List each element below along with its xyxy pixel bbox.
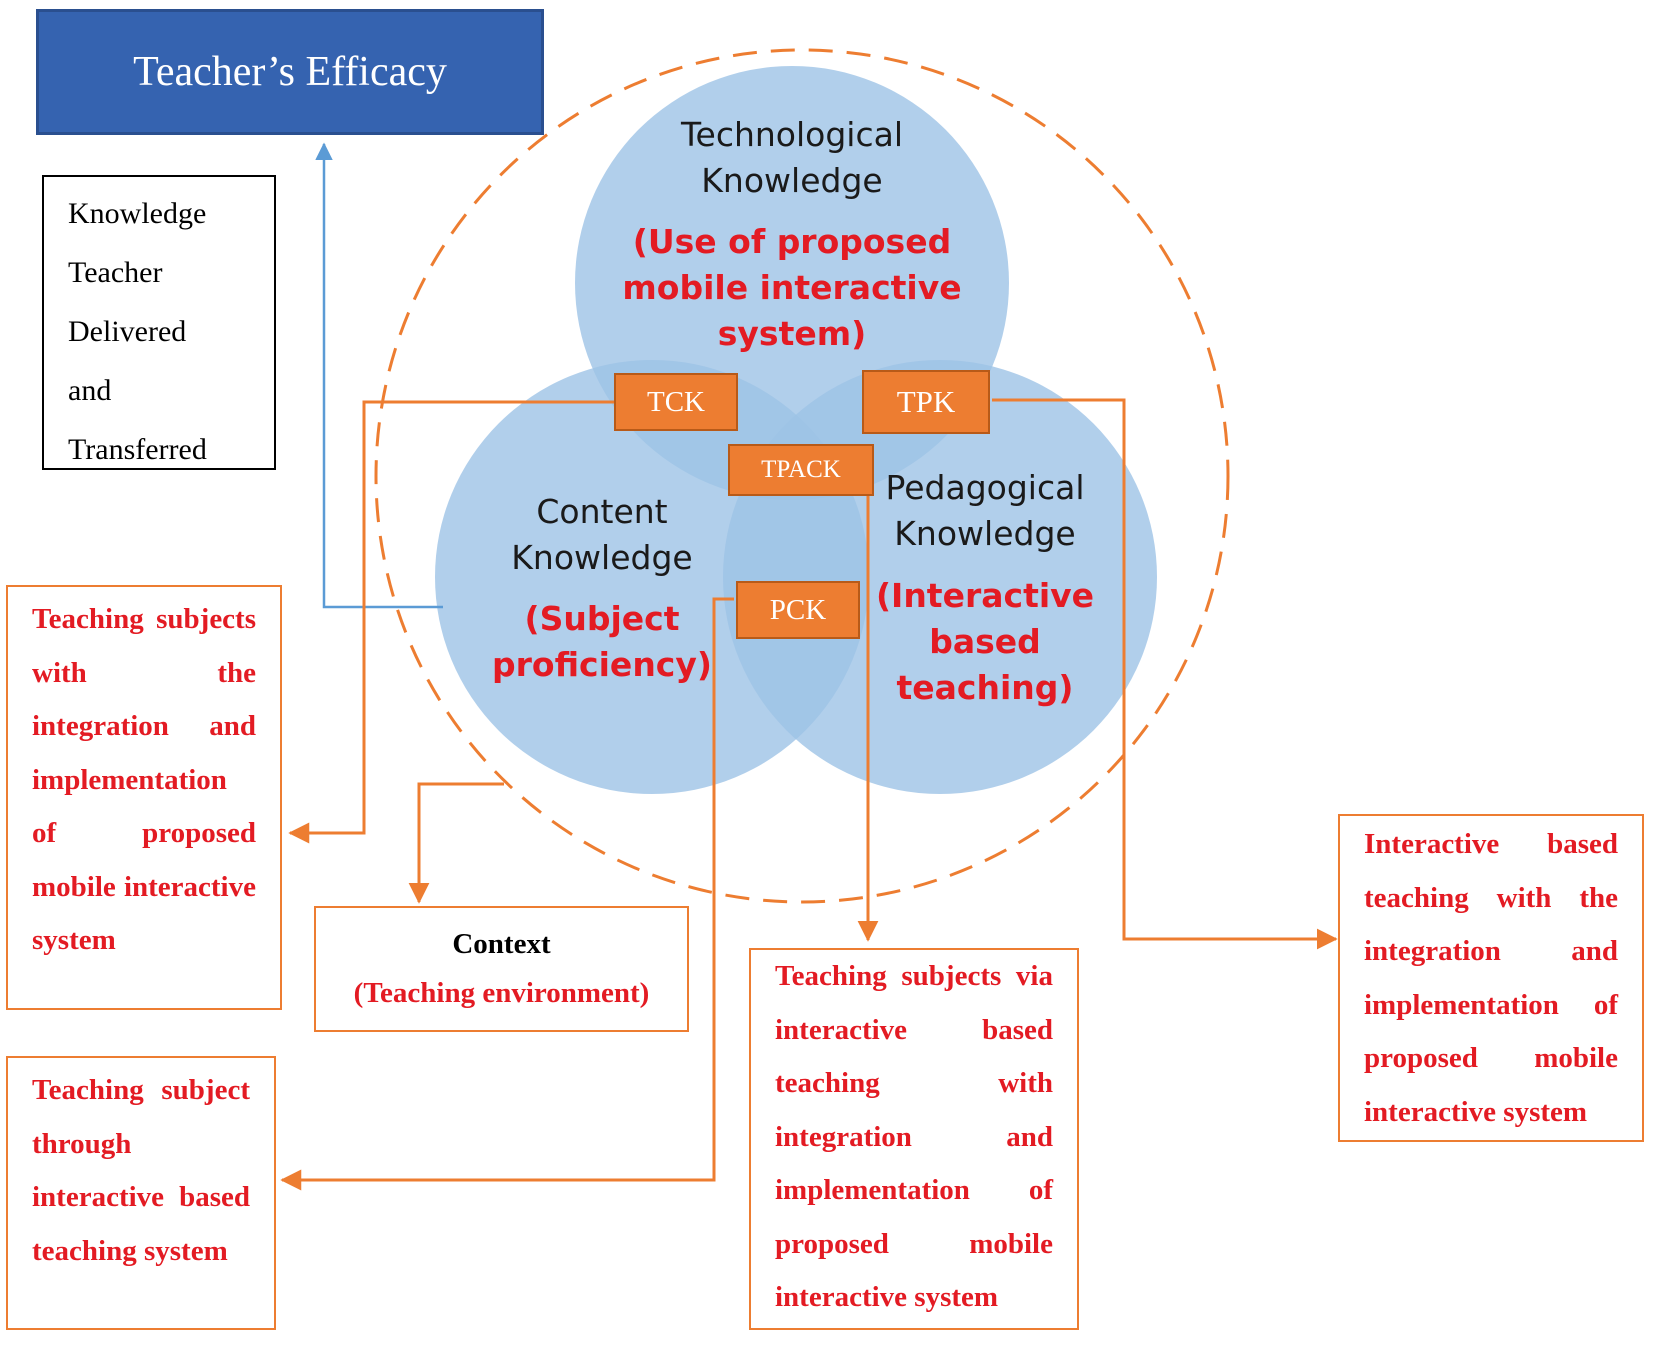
context-box: Context (Teaching environment)	[314, 906, 689, 1032]
title-line: Knowledge	[894, 514, 1076, 553]
title-line: Content	[536, 492, 668, 531]
tpack-note: Teaching subjects via interactive based …	[749, 948, 1079, 1330]
tpk-tag: TPK	[862, 370, 990, 434]
pedagogical-knowledge-subtitle: (Interactive based teaching)	[845, 573, 1125, 711]
subtitle-line: (Interactive	[875, 576, 1095, 615]
subtitle-line: based	[929, 622, 1041, 661]
technological-knowledge-subtitle: (Use of proposed mobile interactive syst…	[592, 219, 992, 357]
teachers-efficacy-title: Teacher’s Efficacy	[36, 9, 544, 135]
title-line: Pedagogical	[885, 468, 1085, 507]
legend-line: Delivered	[68, 315, 187, 348]
subtitle-line: mobile interactive	[622, 268, 962, 307]
legend-line: Knowledge	[68, 197, 207, 230]
legend-line: Teacher	[68, 256, 163, 289]
title-line: Knowledge	[511, 538, 693, 577]
efficacy-arrow	[315, 142, 443, 609]
pck-note: Teaching subject through interactive bas…	[6, 1056, 276, 1330]
tck-tag: TCK	[614, 373, 738, 431]
pedagogical-knowledge-title: Pedagogical Knowledge	[845, 465, 1125, 557]
technological-knowledge-title: Technological Knowledge	[592, 112, 992, 204]
tpk-connector	[992, 398, 1338, 950]
pck-tag: PCK	[736, 581, 860, 639]
tpk-note: Interactive based teaching with the inte…	[1338, 814, 1644, 1142]
tpack-tag: TPACK	[728, 444, 874, 496]
title-line: Technological	[680, 115, 904, 154]
context-title: Context	[452, 928, 551, 960]
legend-line: and	[68, 374, 112, 407]
subtitle-line: system)	[717, 314, 867, 353]
subtitle-line: (Subject	[524, 599, 680, 638]
legend-line: Transferred	[68, 433, 207, 466]
pck-connector	[280, 597, 734, 1191]
context-connector	[408, 782, 504, 904]
legend-box: Knowledge Teacher Delivered and Transfer…	[42, 175, 276, 470]
subtitle-line: teaching)	[896, 668, 1074, 707]
tck-note: Teaching subjects with the integration a…	[6, 585, 282, 1010]
tck-connector	[288, 400, 614, 844]
content-knowledge-subtitle: (Subject proficiency)	[452, 596, 752, 688]
title-line: Knowledge	[701, 161, 883, 200]
subtitle-line: (Use of proposed	[632, 222, 952, 261]
context-subtitle: (Teaching environment)	[353, 977, 650, 1009]
context-boundary	[374, 48, 1230, 904]
content-knowledge-title: Content Knowledge	[452, 489, 752, 581]
subtitle-line: proficiency)	[492, 645, 712, 684]
